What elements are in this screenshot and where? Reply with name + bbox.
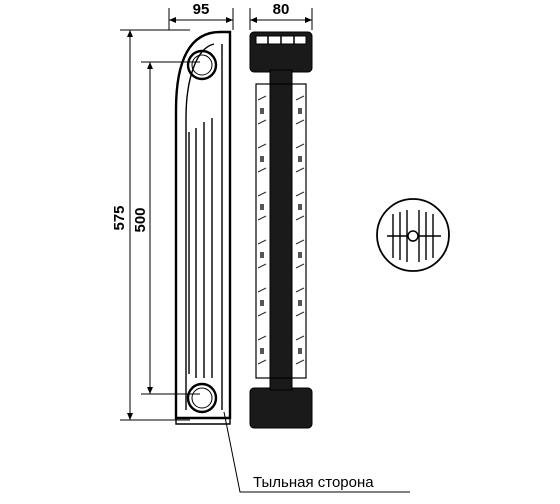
- dimension-width-front-label: 95: [193, 1, 210, 18]
- back-side-callout: Тыльная сторона: [223, 411, 410, 493]
- back-side-label: Тыльная сторона: [253, 474, 374, 491]
- dimension-height-axis-label: 500: [132, 207, 149, 232]
- dimension-width-side-label: 80: [273, 1, 290, 18]
- dimension-height-axis: 500: [132, 61, 200, 395]
- dimension-height-total-label: 575: [111, 205, 128, 230]
- dimension-height-total: 575: [111, 29, 190, 421]
- dimension-width-front: 95: [168, 1, 234, 30]
- radiator-side-view: [249, 31, 313, 429]
- dimension-width-side: 80: [249, 1, 313, 30]
- radiator-front-view: [174, 30, 232, 425]
- radiator-cross-section: [376, 198, 450, 272]
